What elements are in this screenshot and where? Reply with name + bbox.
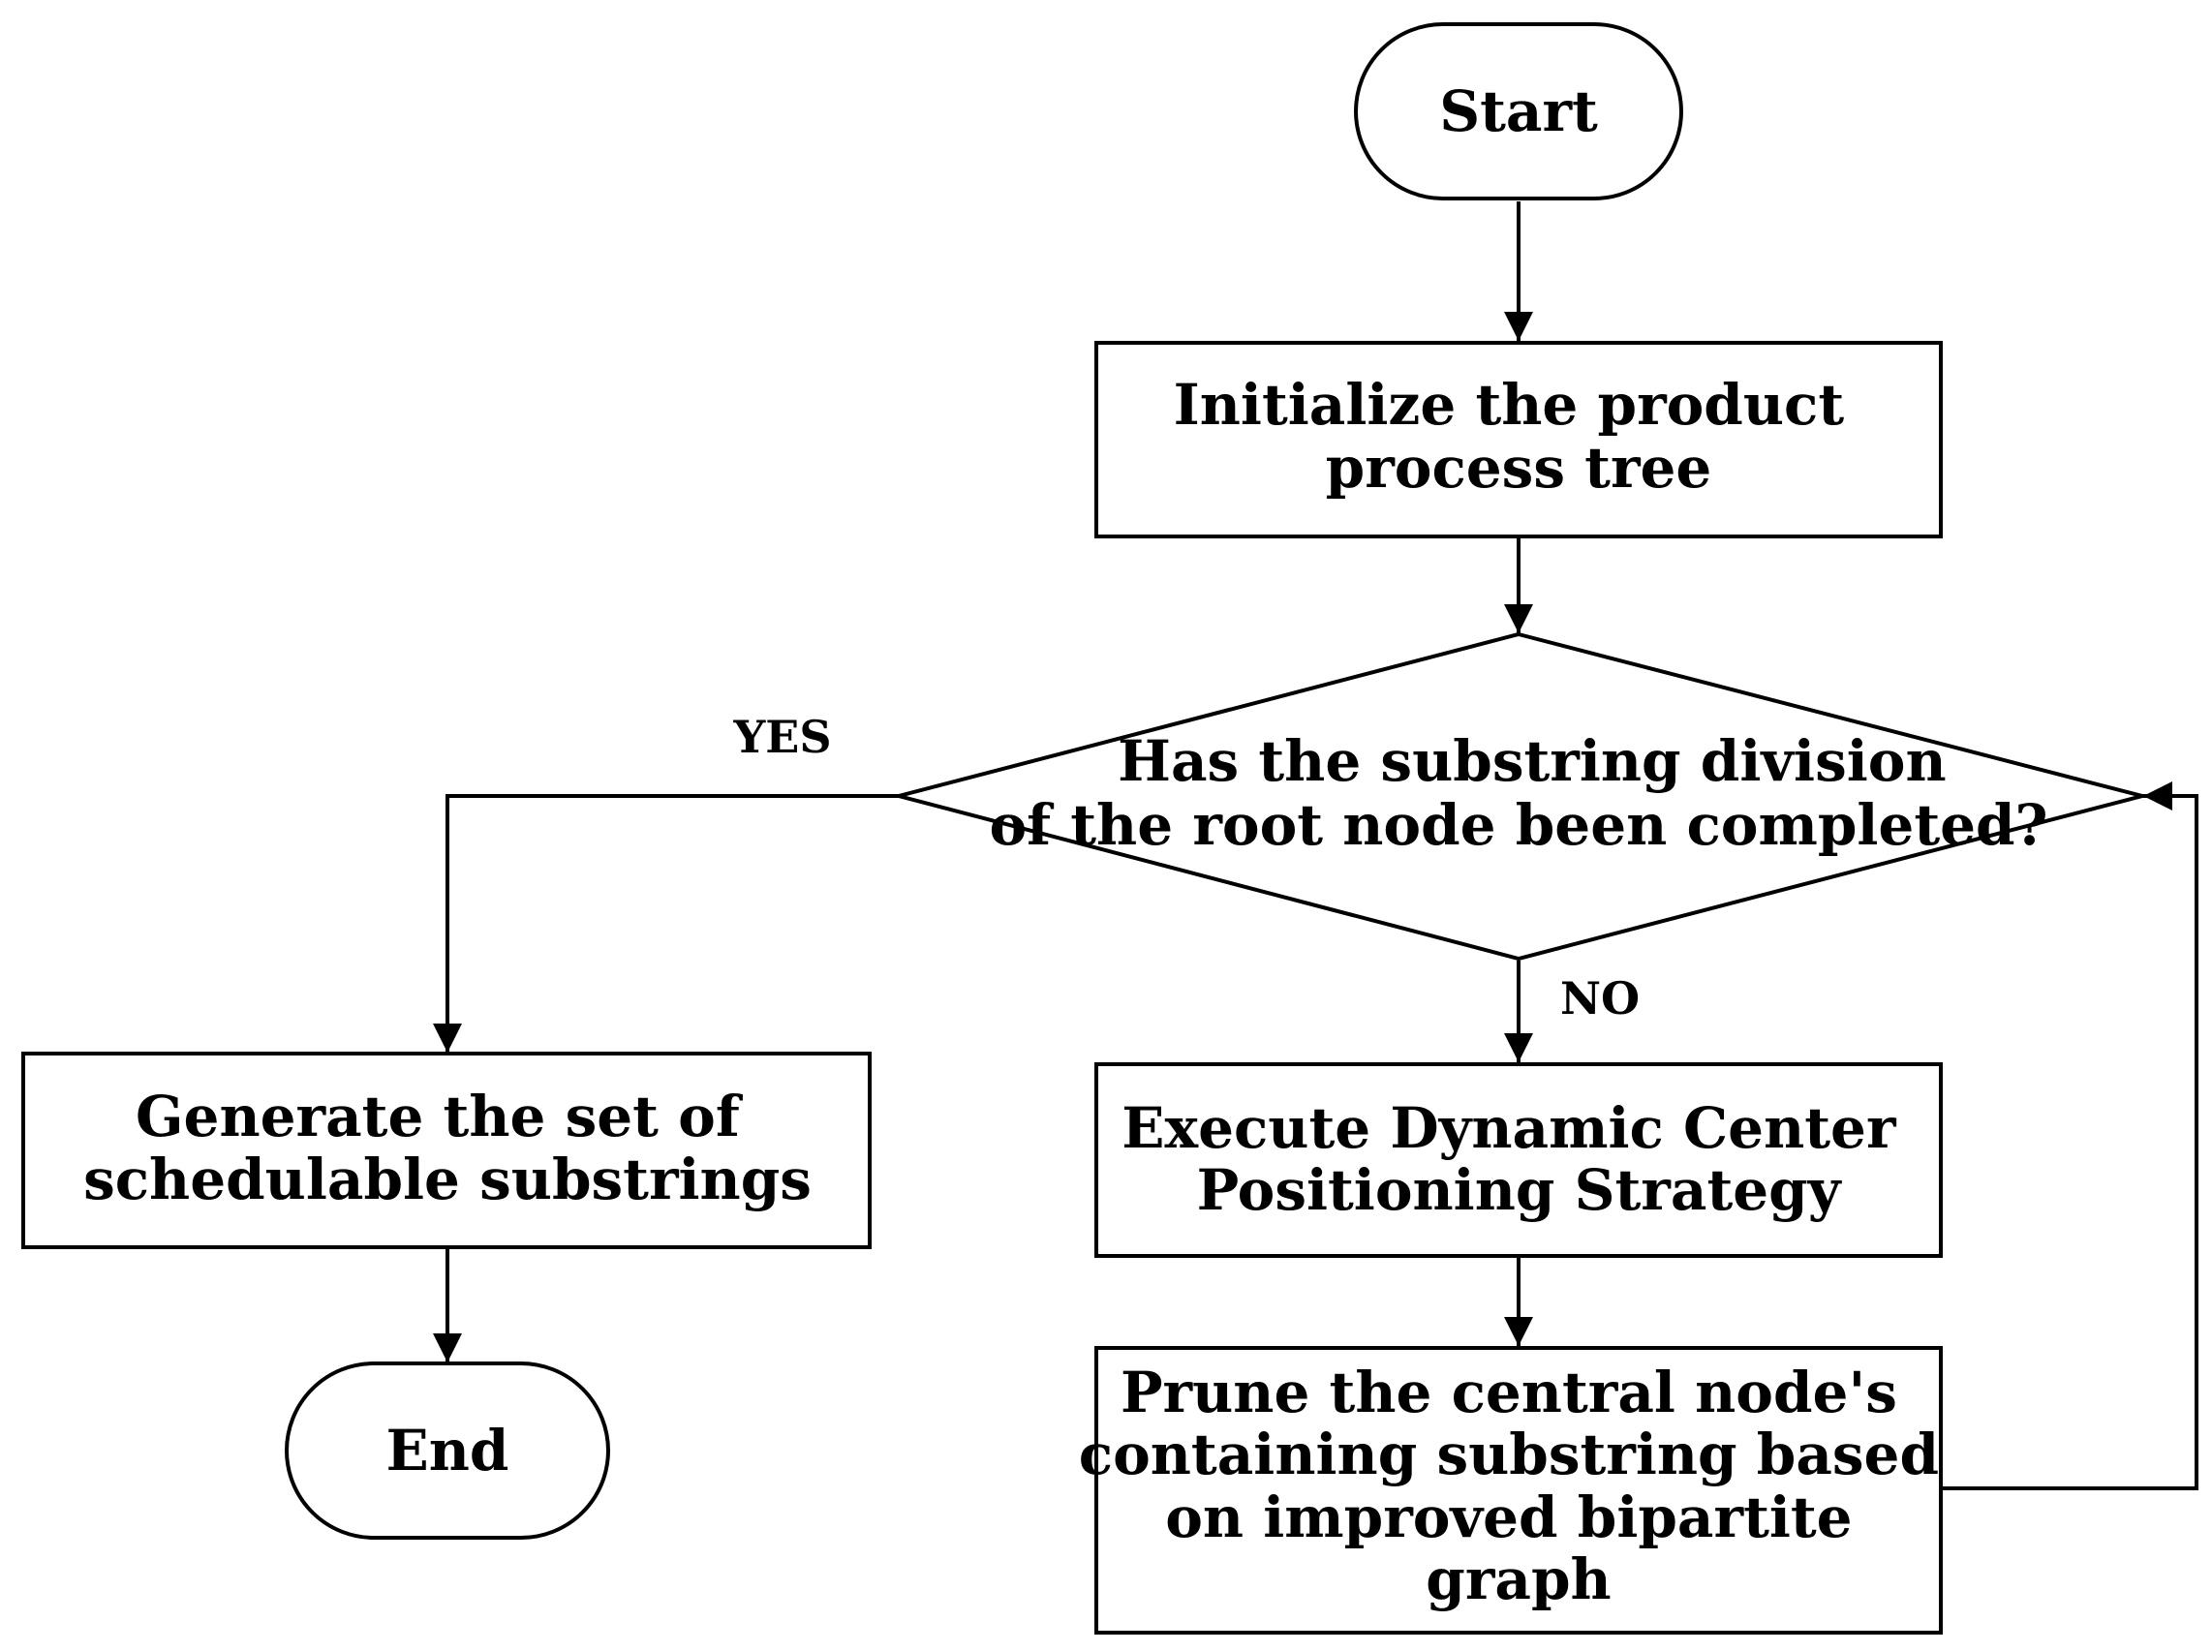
prune-label-line-2: containing substring based <box>1079 1422 1939 1487</box>
prune-label-line-1: Prune the central node's <box>1121 1360 1897 1425</box>
no-label: NO <box>1560 972 1640 1025</box>
execute-label-line-2: Positioning Strategy <box>1197 1157 1843 1223</box>
init-label-line-1: Initialize the product <box>1174 372 1845 438</box>
end-node: End <box>285 1361 610 1540</box>
start-label: Start <box>1439 78 1598 144</box>
arrow-prune-loop-to-decision <box>1940 781 2198 1490</box>
execute-label-line-1: Execute Dynamic Center <box>1121 1095 1897 1161</box>
generate-label-line-2: schedulable substrings <box>83 1147 812 1212</box>
execute-label: Execute Dynamic Center Positioning Strat… <box>1121 1095 1915 1223</box>
generate-label: Generate the set of schedulable substrin… <box>83 1084 812 1212</box>
connectors <box>433 201 2198 1490</box>
decision-label: Has the substring division of the root n… <box>989 728 2047 858</box>
init-label-line-2: process tree <box>1326 435 1712 501</box>
generate-label-line-1: Generate the set of <box>136 1084 744 1149</box>
end-label: End <box>386 1418 509 1484</box>
decision-label-line-1: Has the substring division <box>1118 728 1946 794</box>
start-node: Start <box>1354 22 1683 200</box>
prune-node: Prune the central node's containing subs… <box>1079 1346 1958 1635</box>
yes-label: YES <box>732 711 831 763</box>
arrow-decision-yes-to-generate <box>433 794 899 1053</box>
init-node: Initialize the product process tree <box>1094 341 1943 538</box>
prune-label-line-3: on improved bipartite <box>1165 1484 1852 1550</box>
decision-label-line-2: of the root node been completed? <box>989 792 2047 858</box>
init-label: Initialize the product process tree <box>1174 372 1864 501</box>
decision-node: Has the substring division of the root n… <box>891 631 2150 962</box>
prune-label: Prune the central node's containing subs… <box>1079 1360 1958 1612</box>
generate-node: Generate the set of schedulable substrin… <box>21 1052 872 1249</box>
execute-node: Execute Dynamic Center Positioning Strat… <box>1094 1062 1943 1258</box>
prune-label-line-4: graph <box>1426 1546 1611 1612</box>
